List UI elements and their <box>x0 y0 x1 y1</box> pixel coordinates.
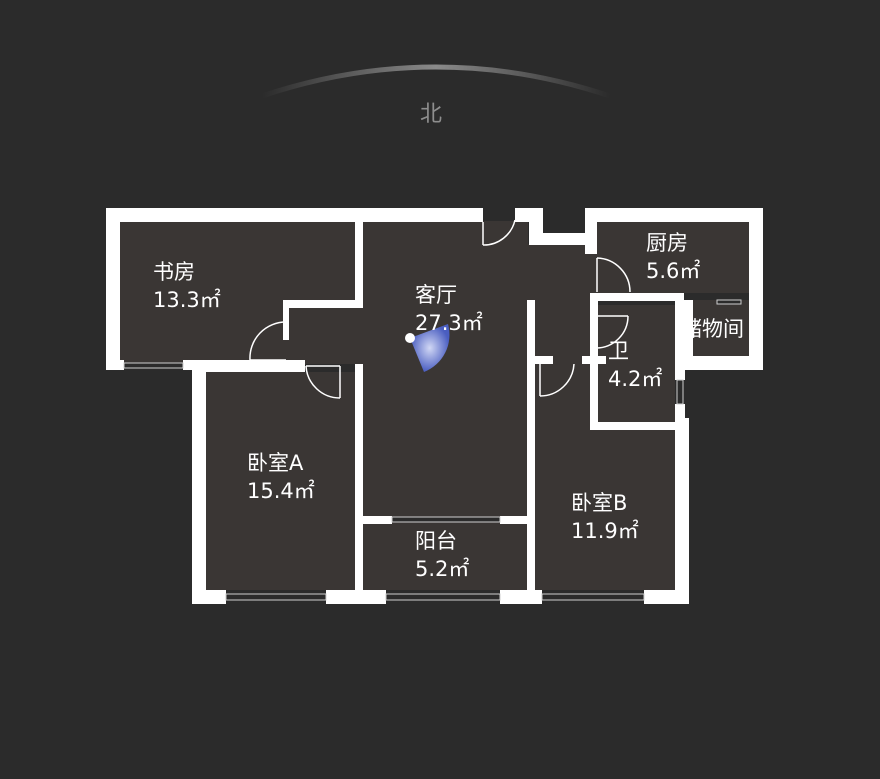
wall-bath-left <box>590 300 598 430</box>
window-living <box>391 516 501 523</box>
wall-study-top <box>106 208 483 222</box>
room-label-living[interactable]: 客厅 27.3㎡ <box>415 281 483 338</box>
living-floor <box>360 221 528 517</box>
wall-bath-right <box>675 300 685 380</box>
wall-bottom-left <box>192 590 226 604</box>
wall-bedB-bottom <box>644 590 689 604</box>
window-study <box>123 362 184 369</box>
wall-bedA-right <box>355 364 363 604</box>
room-label-study[interactable]: 书房 13.3㎡ <box>153 258 221 315</box>
wall-balcony-top-2 <box>500 516 530 524</box>
north-label: 北 <box>420 102 443 127</box>
wall-bath-bottom <box>590 422 689 430</box>
wall-kitchen-left <box>585 208 597 254</box>
room-name: 阳台 <box>415 529 457 553</box>
wall-kitchen-top <box>585 208 763 222</box>
viewpoint-indicator <box>405 324 450 372</box>
wall-bedA-left <box>192 364 206 604</box>
wall-storage-bottom <box>685 356 763 370</box>
wall-balcony-bottom <box>360 590 386 604</box>
room-label-bedroom-a[interactable]: 卧室A 15.4㎡ <box>247 449 315 506</box>
hall-floor <box>528 244 597 356</box>
wall-balcony-top <box>360 516 392 524</box>
wall-bedB-top <box>535 356 553 364</box>
room-area: 15.4㎡ <box>247 479 315 504</box>
walls <box>106 208 763 604</box>
room-label-kitchen[interactable]: 厨房 5.6㎡ <box>646 229 700 286</box>
room-area: 5.6㎡ <box>646 259 701 284</box>
room-area: 5.2㎡ <box>415 557 470 582</box>
wall-bottom-mid <box>326 590 363 604</box>
door-bedroom-a <box>305 365 341 399</box>
wall-living-right <box>527 300 535 604</box>
room-label-balcony[interactable]: 阳台 5.2㎡ <box>415 527 469 584</box>
wall-kitchen-right <box>749 208 763 370</box>
room-name: 卫 <box>608 339 629 363</box>
window-bedroom-a <box>225 593 327 601</box>
room-area: 13.3㎡ <box>153 288 221 313</box>
room-area: 27.3㎡ <box>415 311 483 336</box>
room-name: 客厅 <box>415 283 457 307</box>
door-kitchen <box>596 257 631 293</box>
room-name: 书房 <box>153 260 195 284</box>
bedroom-b-floor <box>535 356 675 590</box>
wall-study-bottom <box>106 360 124 370</box>
corridor-floor <box>283 300 363 364</box>
room-label-bathroom[interactable]: 卫 4.2㎡ <box>608 337 662 394</box>
room-name: 卧室A <box>247 451 304 475</box>
wall-balcony-bottom-2 <box>500 590 542 604</box>
kitchen-floor <box>597 221 749 293</box>
wall-study-right <box>355 208 363 304</box>
room-area: 11.9㎡ <box>571 519 639 544</box>
window-balcony <box>385 593 501 601</box>
window-bath <box>676 379 684 405</box>
wall-bedB-right <box>675 418 689 604</box>
room-name: 储物间 <box>681 317 744 341</box>
door-study <box>249 321 287 361</box>
door-bedroom-b <box>539 363 575 397</box>
wall-study-left <box>106 208 120 370</box>
storage-floor <box>685 300 749 356</box>
wall-notch-bottom <box>529 233 597 245</box>
wall-bath-right-2 <box>675 404 685 430</box>
floors <box>120 221 749 590</box>
balcony-floor <box>363 522 528 590</box>
room-label-bedroom-b[interactable]: 卧室B 11.9㎡ <box>571 489 639 546</box>
room-label-storage[interactable]: 储物间 <box>681 315 744 343</box>
wall-study-corridor-v <box>283 300 289 340</box>
window-bedroom-b <box>541 593 645 601</box>
bedroom-a-floor <box>205 372 355 590</box>
room-name: 厨房 <box>646 231 688 255</box>
doors <box>249 219 631 399</box>
door-bath <box>595 315 629 349</box>
wall-bedA-top <box>192 360 305 372</box>
wall-study-corridor <box>283 300 363 308</box>
compass-arc <box>261 64 611 99</box>
wall-storage-left <box>685 300 693 370</box>
room-area: 4.2㎡ <box>608 367 663 392</box>
window-storage <box>716 299 742 305</box>
room-name: 卧室B <box>571 491 628 515</box>
door-living-top <box>482 219 516 246</box>
wall-kitchen-bottom <box>590 293 684 301</box>
windows <box>123 299 742 601</box>
